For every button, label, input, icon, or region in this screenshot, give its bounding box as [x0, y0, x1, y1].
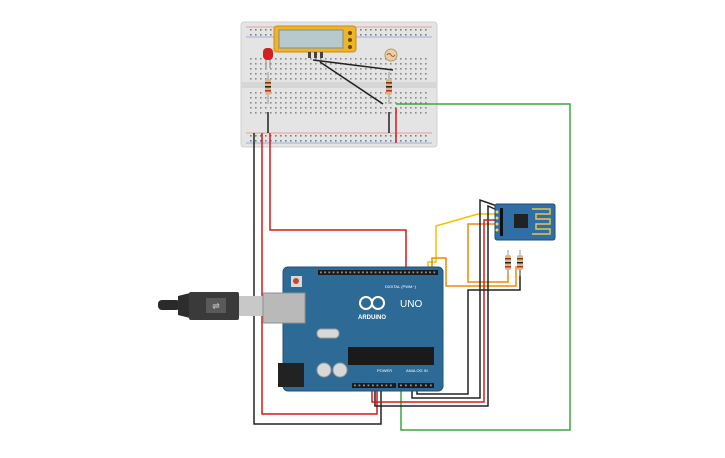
wire-black-divider-gnd[interactable]: [416, 266, 521, 395]
wire-bb-lcd-gnd[interactable]: [319, 61, 384, 105]
wire-yellow-tx[interactable]: [427, 213, 497, 272]
reset-button-cap: [293, 278, 299, 284]
wire-black-esp-gnd[interactable]: [411, 198, 498, 399]
power-jack: [278, 363, 304, 387]
svg-text:⇌: ⇌: [212, 301, 220, 311]
esp8266-wifi-module[interactable]: [494, 203, 556, 241]
resistor-divider-1[interactable]: [505, 250, 511, 276]
arduino-logo: ARDUINO: [358, 296, 386, 321]
wire-red-digital[interactable]: [269, 133, 407, 272]
digital-label: DIGITAL (PWM~): [385, 284, 417, 289]
wire-bb-lcd-ldr[interactable]: [312, 59, 394, 71]
wire-red-5v[interactable]: [261, 133, 378, 415]
resistor-divider-2[interactable]: [517, 250, 523, 276]
wire-green-analog[interactable]: [396, 103, 571, 431]
resistor-led[interactable]: [265, 72, 271, 104]
wire-black-esp-ch[interactable]: [374, 204, 498, 407]
lcd-display[interactable]: [273, 25, 357, 58]
atmega-chip: [348, 347, 434, 365]
usb-port: [262, 292, 306, 324]
analog-label: ANALOG IN: [406, 368, 428, 373]
red-led[interactable]: [263, 48, 273, 68]
arduino-uno-board[interactable]: ARDUINO UNO DIGITAL (PWM~) POWER ANALOG …: [262, 266, 444, 392]
usb-cable[interactable]: ⇌: [158, 292, 267, 320]
wire-orange-rx[interactable]: [431, 257, 517, 287]
power-header[interactable]: [352, 383, 396, 388]
analog-header[interactable]: [398, 383, 434, 388]
board-model-text: UNO: [400, 299, 422, 310]
power-label: POWER: [377, 368, 392, 373]
wire-red-esp-vcc[interactable]: [371, 219, 497, 403]
photoresistor[interactable]: [384, 48, 398, 62]
resistor-ldr[interactable]: [386, 72, 392, 104]
arduino-logo-text: ARDUINO: [358, 315, 386, 321]
digital-header[interactable]: [318, 270, 438, 275]
